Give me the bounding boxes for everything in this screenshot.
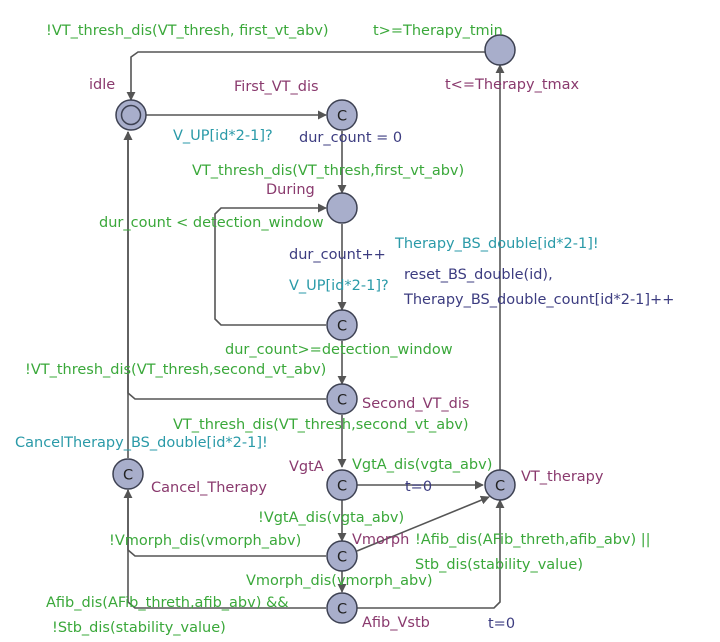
location-name-first-vt-dis: First_VT_dis	[234, 79, 319, 95]
guard-first-to-during: VT_thresh_dis(VT_thresh,first_vt_abv)	[192, 163, 464, 179]
guard-vmorph-to-therapy-line1: !Afib_dis(AFib_threth,afib_abv) ||	[415, 532, 651, 548]
edge-afib-to-therapy	[357, 499, 505, 609]
edge-top-to-idle	[126, 51, 487, 101]
location-during[interactable]	[326, 192, 358, 224]
guard-to-second: dur_count>=detection_window	[225, 342, 453, 358]
update-afib-to-therapy: t=0	[488, 616, 515, 632]
location-second-vt-dis[interactable]: C	[326, 383, 358, 415]
edge-afib-to-cancel	[127, 490, 326, 609]
edge-vmorph-to-therapy	[356, 495, 490, 552]
guard-second-back: !VT_thresh_dis(VT_thresh,second_vt_abv)	[25, 362, 326, 378]
guard-afib-to-cancel-line1: Afib_dis(AFib_threth,afib_abv) &&	[46, 595, 289, 611]
location-first-vt-dis[interactable]: C	[326, 99, 358, 131]
sync-idle-to-first: V_UP[id*2-1]?	[173, 128, 273, 144]
location-therapy-top[interactable]	[484, 34, 516, 66]
guard-vmorph-to-therapy-line2: Stb_dis(stability_value)	[415, 557, 583, 573]
location-name-vgta: VgtA	[289, 459, 324, 475]
guard-second-to-vgta: VT_thresh_dis(VT_thresh,second_vt_abv)	[173, 417, 469, 433]
guard-loop: dur_count < detection_window	[99, 215, 324, 231]
guard-vgta-to-therapy: VgtA_dis(vgta_abv)	[352, 457, 492, 473]
sync-therapy: Therapy_BS_double[id*2-1]!	[394, 236, 599, 252]
location-idle[interactable]	[115, 99, 147, 131]
committed-marker: C	[337, 393, 347, 409]
edge-loop-back	[214, 203, 327, 326]
committed-marker: C	[337, 479, 347, 495]
location-name-during: During	[266, 182, 315, 198]
committed-marker: C	[337, 602, 347, 618]
sync-loop: V_UP[id*2-1]?	[289, 278, 389, 294]
location-name-afib-vstb: Afib_Vstb	[362, 615, 430, 631]
location-vgta[interactable]: C	[326, 469, 358, 501]
committed-marker: C	[495, 479, 505, 495]
location-afib-vstb[interactable]: C	[326, 592, 358, 624]
guard-top-left: !VT_thresh_dis(VT_thresh, first_vt_abv)	[46, 23, 329, 39]
update-therapy-line1: reset_BS_double(id),	[404, 267, 553, 283]
location-cancel-therapy[interactable]: C	[112, 458, 144, 490]
committed-marker: C	[123, 468, 133, 484]
update-loop: dur_count++	[289, 247, 386, 263]
location-vt-therapy[interactable]: C	[484, 469, 516, 501]
update-vgta-to-therapy: t=0	[405, 479, 432, 495]
location-name-vt-therapy: VT_therapy	[521, 469, 604, 485]
location-name-idle: idle	[89, 77, 115, 93]
guard-vmorph-to-afib: Vmorph_dis(vmorph_abv)	[246, 573, 432, 589]
location-name-second-vt-dis: Second_VT_dis	[362, 396, 469, 412]
guard-afib-to-cancel-line2: !Stb_dis(stability_value)	[52, 620, 226, 636]
guard-vgta-to-vmorph: !VgtA_dis(vgta_abv)	[258, 510, 404, 526]
invariant-therapy-top: t<=Therapy_tmax	[445, 77, 580, 93]
location-name-cancel-therapy: Cancel_Therapy	[151, 480, 267, 496]
committed-marker: C	[337, 109, 347, 125]
location-loop[interactable]: C	[326, 309, 358, 341]
update-therapy-line2: Therapy_BS_double_count[id*2-1]++	[403, 292, 674, 308]
guard-vmorph-to-cancel: !Vmorph_dis(vmorph_abv)	[109, 533, 301, 549]
location-vmorph[interactable]: C	[326, 540, 358, 572]
committed-marker: C	[337, 319, 347, 335]
location-name-vmorph: Vmorph	[352, 532, 409, 548]
sync-cancel: CancelTherapy_BS_double[id*2-1]!	[15, 435, 268, 451]
guard-top-right: t>=Therapy_tmin	[373, 23, 503, 39]
update-idle-to-first: dur_count = 0	[299, 130, 402, 146]
committed-marker: C	[337, 550, 347, 566]
